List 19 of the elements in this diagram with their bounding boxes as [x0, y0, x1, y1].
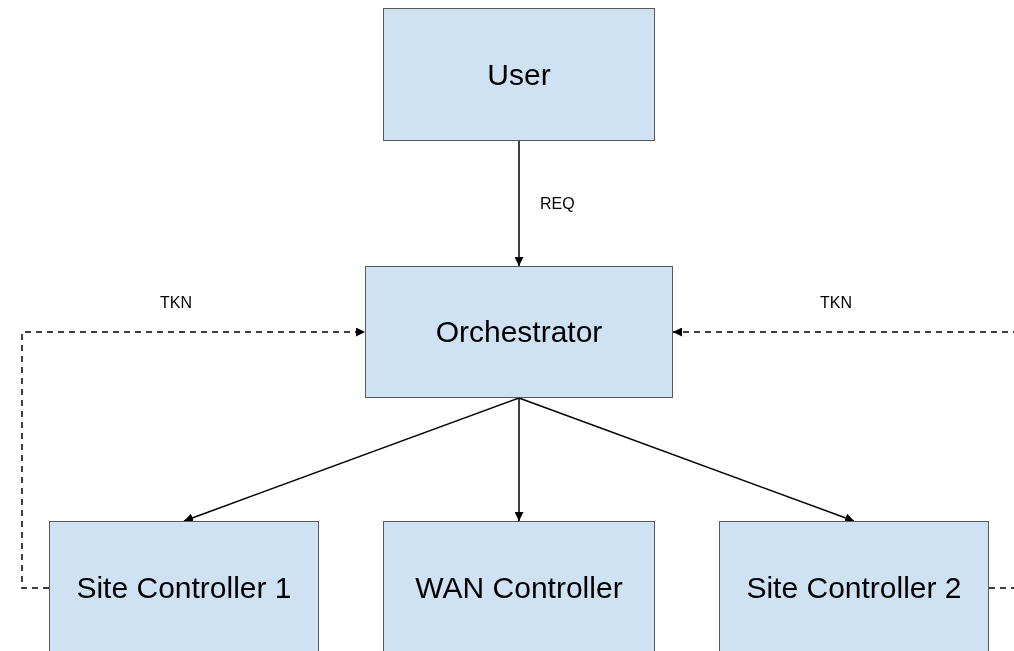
arrow — [514, 140, 524, 267]
arrow — [514, 397, 524, 522]
edge-label: TKN — [820, 295, 852, 311]
process-box — [49, 521, 319, 651]
arrow — [183, 397, 520, 523]
box-label: Site Controller 1 — [76, 570, 292, 606]
process-box — [383, 521, 655, 651]
edge-label: REQ — [540, 196, 575, 212]
process-box — [383, 8, 655, 141]
edge-label: TKN — [160, 295, 192, 311]
dashed-arrow — [21, 327, 366, 589]
process-box — [719, 521, 989, 651]
box-label: Site Controller 2 — [746, 570, 962, 606]
box-label: User — [487, 56, 551, 93]
box-label: WAN Controller — [415, 570, 623, 606]
dashed-arrow — [672, 327, 1014, 589]
process-box — [365, 266, 673, 398]
box-label: Orchestrator — [435, 314, 603, 351]
arrow — [518, 397, 855, 523]
